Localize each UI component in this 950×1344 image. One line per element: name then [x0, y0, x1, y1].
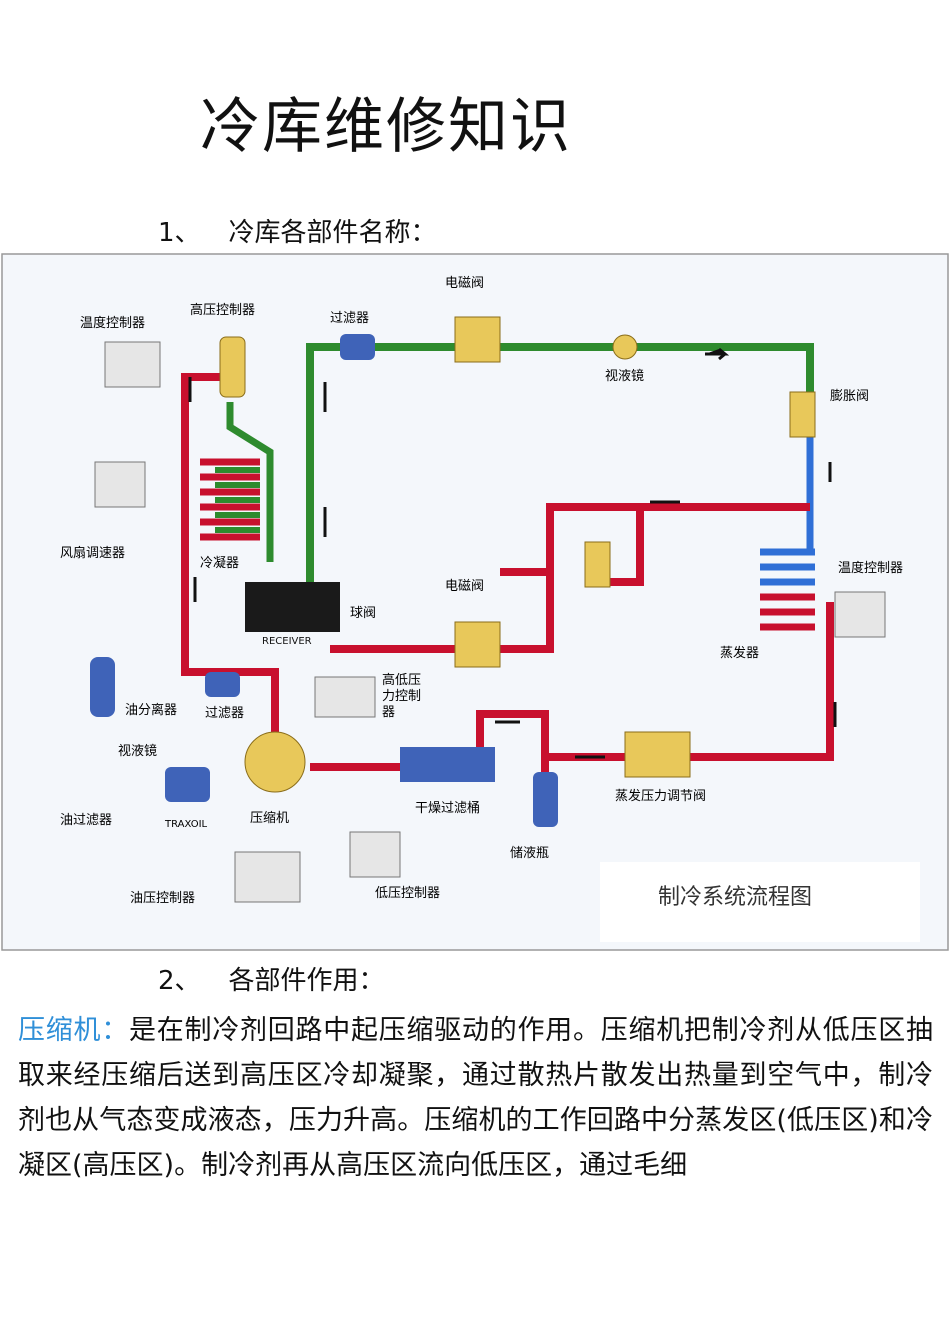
label-low-pressure-controller: 低压控制器 [375, 886, 440, 901]
fan-speed-controller-icon [94, 461, 146, 508]
refrigeration-diagram: 温度控制器 高压控制器 过滤器 电磁阀 视液镜 膨胀阀 风扇调速器 冷凝器 RE… [1, 253, 949, 951]
section-text: 冷库各部件名称： [228, 218, 437, 248]
discharge-pipe [181, 373, 279, 742]
compressor-paragraph: 压缩机：是在制冷剂回路中起压缩驱动的作用。压缩机把制冷剂从低压区抽取来经压缩后送… [18, 1008, 933, 1188]
label-temp-controller-right: 温度控制器 [838, 560, 903, 576]
label-filter-top: 过滤器 [330, 311, 369, 326]
label-hl-pressure-1: 高低压 [382, 672, 421, 688]
flow-arrows [188, 347, 837, 759]
low-pressure-controller-icon [349, 831, 401, 878]
section-heading-1: 1、冷库各部件名称： [158, 212, 437, 249]
filter-icon [340, 334, 375, 360]
label-traxoil: TRAXOIL [164, 819, 208, 830]
oil-separator-icon [90, 657, 115, 717]
label-evap-pressure-valve: 蒸发压力调节阀 [615, 788, 706, 804]
condenser-coil [200, 458, 260, 541]
label-sight-glass-left: 视液镜 [118, 744, 157, 759]
term-compressor: 压缩机： [18, 1015, 129, 1046]
solenoid-valve-icon [454, 316, 501, 363]
dry-filter-icon [400, 747, 495, 782]
liquid-line-pipe [306, 343, 814, 592]
evaporator-coil [760, 548, 815, 631]
label-expansion-valve: 膨胀阀 [830, 389, 869, 404]
label-sight-glass-top: 视液镜 [605, 369, 644, 384]
condenser-outlet-pipe [226, 402, 274, 562]
hl-pressure-controller-icon [314, 676, 376, 718]
label-liquid-receiver: 储液瓶 [510, 846, 549, 861]
label-receiver: RECEIVER [262, 636, 312, 647]
label-solenoid-top: 电磁阀 [445, 276, 484, 291]
paragraph-body: 是在制冷剂回路中起压缩驱动的作用。压缩机把制冷剂从低压区抽取来经压缩后送到高压区… [18, 1015, 933, 1181]
sight-glass-icon [612, 334, 638, 360]
temp-controller-right-icon [834, 591, 886, 638]
label-filter-mid: 过滤器 [205, 706, 244, 721]
regulator-valve-icon [584, 541, 611, 588]
dryer-loop-pipe [476, 710, 549, 772]
expansion-valve-icon [789, 391, 816, 438]
section-number: 1、 [158, 218, 201, 248]
section-number: 2、 [158, 966, 201, 996]
compressor-icon [244, 731, 306, 793]
label-oil-pressure-controller: 油压控制器 [130, 891, 195, 906]
section-text: 各部件作用： [228, 966, 385, 996]
high-pressure-controller-icon [219, 336, 246, 398]
label-fan-speed: 风扇调速器 [60, 545, 125, 561]
evap-pressure-valve-icon [624, 731, 691, 778]
label-evaporator: 蒸发器 [720, 645, 759, 661]
label-oil-separator: 油分离器 [125, 702, 177, 718]
traxoil-icon [165, 767, 210, 802]
label-hl-pressure-2: 力控制 [382, 689, 421, 704]
label-dry-filter: 干燥过滤桶 [415, 801, 480, 816]
solenoid-valve-mid-icon [454, 621, 501, 668]
filter-mid-icon [205, 672, 240, 697]
label-condenser: 冷凝器 [200, 555, 239, 571]
diagram-caption: 制冷系统流程图 [658, 885, 812, 910]
label-ball-valve: 球阀 [350, 606, 376, 621]
page-title: 冷库维修知识 [200, 92, 572, 162]
label-high-pressure-controller: 高压控制器 [190, 302, 255, 318]
label-oil-filter: 油过滤器 [60, 813, 112, 828]
temp-controller-left-icon [104, 341, 161, 388]
receiver-tank [245, 582, 340, 632]
label-solenoid-mid: 电磁阀 [445, 579, 484, 594]
suction-upper-pipe [500, 503, 810, 576]
label-hl-pressure-3: 器 [382, 705, 395, 720]
label-compressor: 压缩机 [250, 810, 289, 826]
caption-background [600, 862, 920, 942]
oil-pressure-controller-icon [234, 851, 301, 903]
liquid-receiver-icon [533, 772, 558, 827]
hot-gas-pipe [330, 572, 554, 653]
section-heading-2: 2、各部件作用： [158, 960, 385, 997]
label-temp-controller-left: 温度控制器 [80, 315, 145, 331]
